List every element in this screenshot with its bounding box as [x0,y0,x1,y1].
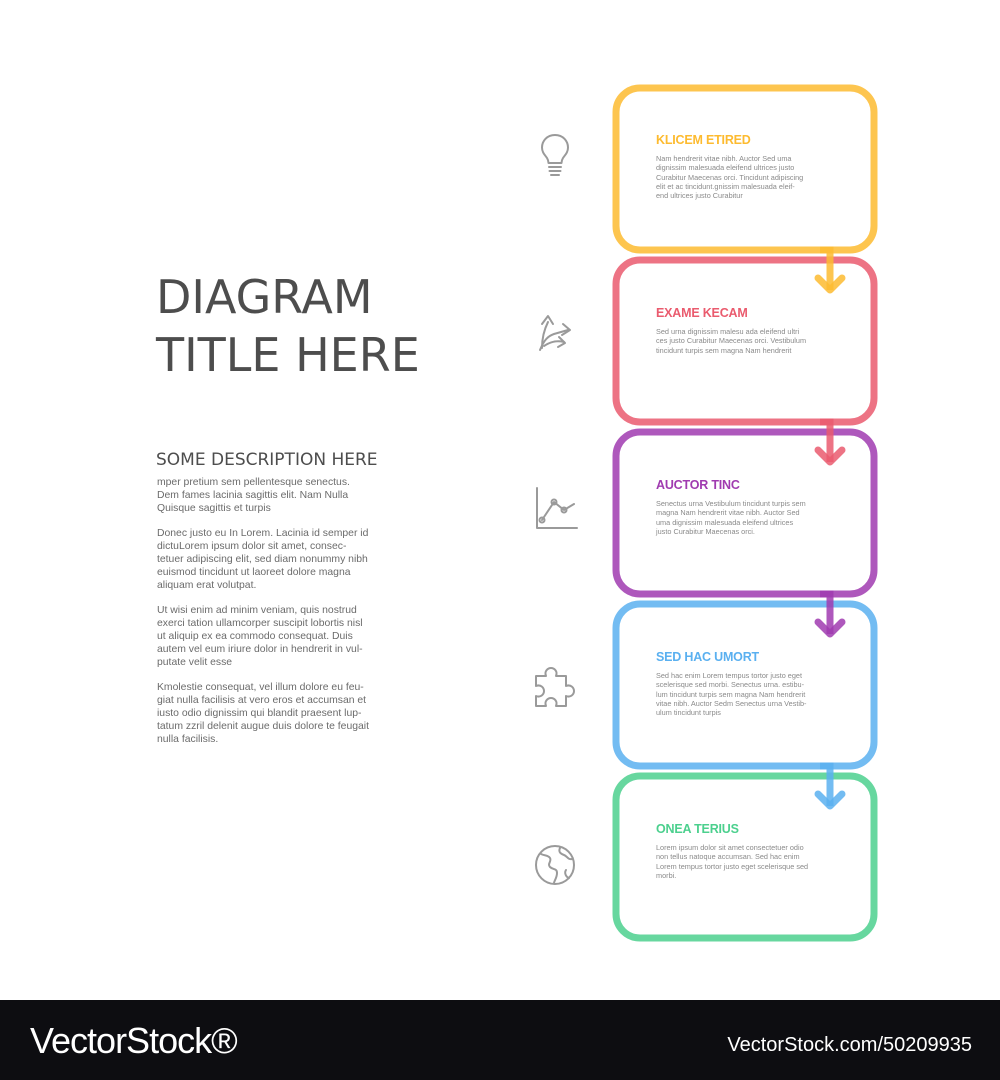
step-4-text: SED HAC UMORT Sed hac enim Lorem tempus … [656,650,826,717]
line-chart-icon [530,484,580,534]
connector-arrow [814,418,846,466]
text-line: justo Curabitur Maecenas orci. [656,526,755,536]
puzzle-piece-icon [530,662,580,712]
step-box [612,428,878,598]
description-paragraph: mper pretium sem pellentesque senectus. … [157,477,379,515]
text-line: nulla facilisis. [157,733,219,745]
text-line: lum tincidunt turpis sem magna Nam hendr… [656,689,806,699]
text-line: tincidunt turpis sem magna Nam hendrerit [656,345,792,355]
text-line: Sed urna dignissim malesu ada eleifend u… [656,327,800,336]
text-line: Kmolestie consequat, vel illum dolore eu… [157,682,364,694]
step-5-text: ONEA TERIUS Lorem ipsum dolor sit amet c… [656,822,826,880]
connector-arrow [814,246,846,294]
step-box [612,600,878,770]
text-line: magna Nam hendrerit vitae nibh. Auctor S… [656,508,800,518]
title-line-2: TITLE HERE [156,328,420,382]
step-box [612,256,878,426]
directions-arrows-icon [530,308,580,358]
image-id: VectorStock.com/50209935 [727,1034,972,1056]
text-line: ulum tincidunt turpis [656,708,721,718]
step-3-title: AUCTOR TINC [656,478,740,492]
step-2-body: Sed urna dignissim malesu ada eleifend u… [656,327,826,355]
text-line: Nam hendrerit vitae nibh. Auctor Sed uma [656,154,792,163]
text-line: vitae nibh. Auctor Sedm Senectus urna Ve… [656,698,807,708]
text-line: scelerisque sed morbi. Senectus urna. es… [656,680,805,690]
process-diagram [612,84,878,942]
step-2-title: EXAME KECAM [656,306,748,320]
globe-icon [530,840,580,890]
text-line: elit et ac tincidunt.gnissim malesuada e… [656,181,795,191]
text-line: ces justo Curabitur Maecenas orci. Vesti… [656,336,807,346]
step-1-body: Nam hendrerit vitae nibh. Auctor Sed uma… [656,154,826,200]
text-line: Sed hac enim Lorem tempus tortor justo e… [656,671,803,680]
text-line: mper pretium sem pellentesque senectus. [157,477,350,488]
connector-arrow [814,762,846,810]
text-line: morbi. [656,870,677,880]
text-line: Dem fames lacinia sagittis elit. Nam Nul… [157,489,349,501]
text-line: euismod tincidunt ut laoreet dolore magn… [157,566,351,578]
text-line: ut aliquip ex ea commodo consequat. Duis [157,630,353,642]
lightbulb-icon [530,130,580,180]
description-paragraph: Donec justo eu In Lorem. Lacinia id semp… [157,528,379,592]
description-paragraphs: mper pretium sem pellentesque senectus. … [157,477,379,759]
text-line: uma dignissim malesuada eleifend ultrice… [656,517,794,527]
step-5-body: Lorem ipsum dolor sit amet consectetuer … [656,843,826,880]
text-line: dictuLorem ipsum dolor sit amet, consec- [157,541,347,553]
step-4-body: Sed hac enim Lorem tempus tortor justo e… [656,671,826,717]
text-line: Curabitur Maecenas orci. Tincidunt adipi… [656,172,804,182]
description-heading: SOME DESCRIPTION HERE [156,450,378,470]
text-line: non tellus natoque accumsan. Sed hac eni… [656,852,800,862]
text-line: dignissim malesuada eleifend ultrices ju… [656,163,795,173]
step-box [612,772,878,942]
step-4-title: SED HAC UMORT [656,650,759,664]
text-line: exerci tation ullamcorper suscipit lobor… [157,618,363,630]
text-line: Senectus urna Vestibulum tincidunt turpi… [656,499,806,508]
text-line: tatum zzril delenit augue duis dolore te… [157,720,369,732]
text-line: giat nulla facilisis at vero eros et acc… [157,695,367,707]
text-line: putate velit esse [157,656,233,668]
step-1-title: KLICEM ETIRED [656,133,751,147]
text-line: autem vel eum iriure dolor in hendrerit … [157,643,363,655]
text-line: Lorem tempus tortor justo eget scelerisq… [656,861,809,871]
connector-arrow [814,590,846,638]
step-5-title: ONEA TERIUS [656,822,739,836]
text-line: Quisque sagittis et turpis [157,502,271,514]
text-line: Lorem ipsum dolor sit amet consectetuer … [656,843,804,852]
description-paragraph: Ut wisi enim ad minim veniam, quis nostr… [157,605,379,669]
text-line: end ultrices justo Curabitur [656,191,743,201]
diagram-title: DIAGRAM TITLE HERE [156,268,486,384]
text-line: Donec justo eu In Lorem. Lacinia id semp… [157,528,369,540]
brand-logo: VectorStock® [30,1020,238,1061]
text-line: aliquam erat volutpat. [157,579,257,591]
step-1-text: KLICEM ETIRED Nam hendrerit vitae nibh. … [656,133,826,200]
footer-bar: VectorStock® VectorStock.com/50209935 [0,1000,1000,1080]
text-line: iusto odio dignissim qui blandit praesen… [157,707,362,719]
step-3-text: AUCTOR TINC Senectus urna Vestibulum tin… [656,478,826,536]
description-paragraph: Kmolestie consequat, vel illum dolore eu… [157,682,379,746]
text-line: Ut wisi enim ad minim veniam, quis nostr… [157,605,357,617]
step-2-text: EXAME KECAM Sed urna dignissim malesu ad… [656,306,826,355]
step-box [612,84,878,254]
text-line: tetuer adipiscing elit, sed diam nonummy… [157,553,368,565]
step-3-body: Senectus urna Vestibulum tincidunt turpi… [656,499,826,536]
title-line-1: DIAGRAM [156,270,373,324]
